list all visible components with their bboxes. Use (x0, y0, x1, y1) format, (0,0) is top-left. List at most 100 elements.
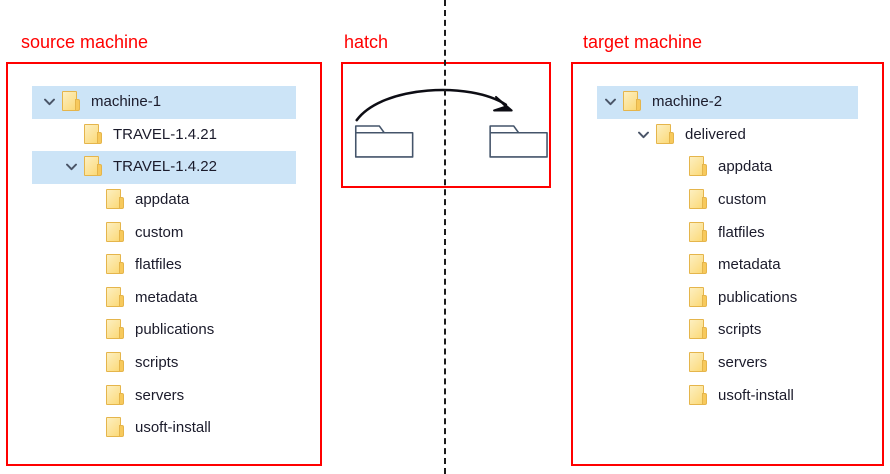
tree-row[interactable]: scripts (8, 347, 320, 380)
tree-row-label: flatfiles (135, 256, 182, 274)
tree-row-label: servers (718, 354, 768, 372)
chevron-placeholder (62, 126, 80, 144)
tree-row[interactable]: TRAVEL-1.4.22 (8, 151, 320, 184)
tree-row-label: custom (718, 191, 767, 209)
folder-icon (656, 123, 676, 146)
tree-row[interactable]: publications (8, 314, 320, 347)
folder-icon (106, 221, 126, 244)
folder-icon (106, 352, 126, 374)
tree-row-label: publications (718, 288, 798, 306)
tree-row-label: metadata (135, 288, 198, 306)
tree-row-content: machine-2 (601, 91, 722, 113)
tree-row-content: TRAVEL-1.4.22 (62, 156, 217, 178)
tree-row[interactable]: TRAVEL-1.4.21 (8, 119, 320, 152)
hatch-panel (341, 62, 551, 188)
chevron-placeholder (667, 321, 685, 339)
tree-row[interactable]: machine-1 (8, 86, 320, 119)
chevron-placeholder (667, 224, 685, 242)
tree-row-content: metadata (84, 286, 198, 309)
tree-row-label: TRAVEL-1.4.21 (113, 125, 217, 143)
source-machine-title: source machine (21, 32, 149, 52)
tree-row-label: machine-2 (652, 93, 723, 111)
tree-row-label: publications (135, 321, 215, 339)
tree-row[interactable]: servers (8, 379, 320, 412)
tree-row[interactable]: servers (573, 347, 882, 380)
chevron-down-icon[interactable] (634, 126, 652, 144)
folder-icon (689, 286, 709, 309)
chevron-down-icon[interactable] (40, 93, 58, 111)
tree-row-content: flatfiles (667, 221, 765, 244)
tree-row-content: servers (84, 384, 185, 407)
tree-row-content: custom (84, 221, 184, 244)
tree-row[interactable]: scripts (573, 314, 882, 347)
tree-row[interactable]: flatfiles (8, 249, 320, 282)
tree-row-content: delivered (634, 123, 746, 146)
tree-row-label: metadata (718, 256, 781, 274)
tree-row-content: TRAVEL-1.4.21 (62, 123, 217, 146)
tree-row[interactable]: delivered (573, 119, 882, 152)
folder-icon (689, 221, 709, 244)
tree-row-label: custom (135, 223, 184, 241)
tree-row-label: appdata (135, 191, 190, 209)
tree-row-content: scripts (84, 352, 178, 374)
chevron-placeholder (84, 289, 102, 307)
tree-row[interactable]: custom (573, 184, 882, 217)
folder-icon (689, 384, 709, 407)
vertical-dashed-separator (444, 0, 446, 474)
tree-row-content: usoft-install (667, 384, 794, 407)
chevron-placeholder (84, 387, 102, 405)
chevron-placeholder (667, 387, 685, 405)
folder-icon (84, 123, 104, 146)
chevron-placeholder (667, 289, 685, 307)
folder-icon (106, 384, 126, 407)
tree-row[interactable]: usoft-install (8, 412, 320, 445)
tree-row-label: appdata (718, 158, 773, 176)
folder-icon (689, 352, 709, 374)
chevron-down-icon[interactable] (601, 93, 619, 111)
tree-row[interactable]: custom (8, 216, 320, 249)
target-machine-title: target machine (583, 32, 703, 52)
chevron-placeholder (84, 354, 102, 372)
tree-row[interactable]: publications (573, 282, 882, 315)
chevron-placeholder (667, 256, 685, 274)
tree-row[interactable]: metadata (8, 282, 320, 315)
tree-row-content: flatfiles (84, 254, 182, 276)
chevron-placeholder (667, 158, 685, 176)
chevron-placeholder (84, 321, 102, 339)
target-machine-panel: machine-2 delivered appdata custom flatfiles… (571, 62, 884, 466)
tree-row-label: scripts (718, 321, 762, 339)
hatch-source-folder-outline-icon (354, 125, 414, 158)
hatch-title: hatch (344, 32, 389, 52)
tree-row[interactable]: flatfiles (573, 216, 882, 249)
chevron-placeholder (84, 419, 102, 437)
tree-row[interactable]: machine-2 (573, 86, 882, 119)
chevron-down-icon[interactable] (62, 158, 80, 176)
chevron-placeholder (84, 191, 102, 209)
tree-row-content: metadata (667, 254, 781, 276)
tree-row-label: usoft-install (718, 386, 794, 404)
tree-row[interactable]: appdata (573, 151, 882, 184)
hatch-target-folder-outline-icon (489, 125, 548, 158)
folder-icon (689, 156, 709, 178)
folder-icon (106, 254, 126, 276)
hatch-transfer-diagram (354, 88, 548, 158)
tree-row[interactable]: appdata (8, 184, 320, 217)
folder-icon (106, 319, 126, 341)
tree-row[interactable]: metadata (573, 249, 882, 282)
chevron-placeholder (84, 224, 102, 242)
tree-row-content: machine-1 (40, 91, 161, 113)
tree-row-content: publications (84, 319, 214, 341)
curved-arrow-right-icon (355, 88, 513, 122)
tree-row-content: publications (667, 286, 798, 309)
tree-row[interactable]: usoft-install (573, 379, 882, 412)
tree-row-content: custom (667, 189, 766, 211)
tree-row-content: appdata (667, 156, 772, 178)
target-file-tree[interactable]: machine-2 delivered appdata custom flatfiles… (573, 86, 882, 412)
folder-icon (689, 319, 709, 341)
chevron-placeholder (667, 191, 685, 209)
tree-row-label: machine-1 (91, 93, 162, 111)
folder-icon (106, 286, 126, 309)
tree-row-label: servers (135, 386, 185, 404)
